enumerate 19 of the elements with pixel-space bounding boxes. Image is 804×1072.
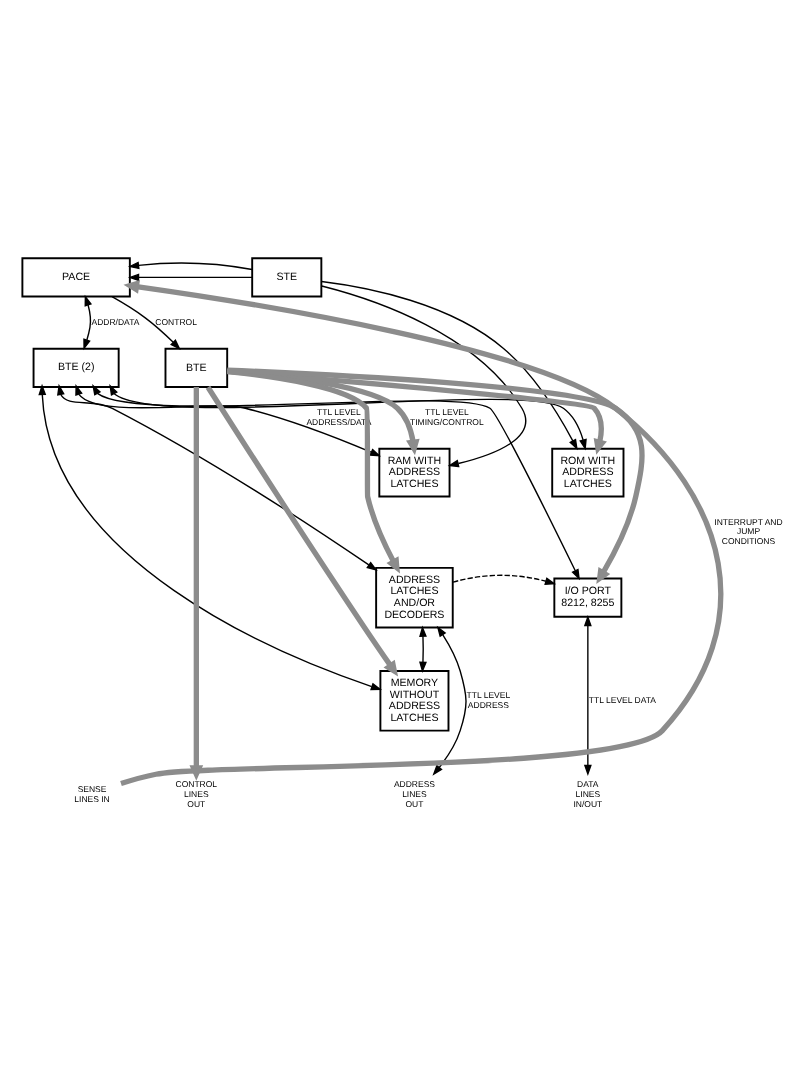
arrow: [319, 279, 577, 450]
arrow: [418, 624, 426, 672]
arrow: [56, 382, 377, 570]
arrow: [91, 383, 579, 580]
arrow: [226, 366, 644, 584]
arrow: [126, 260, 252, 270]
arrow: [451, 573, 556, 584]
arrow: [582, 613, 591, 776]
arrow: [226, 367, 399, 573]
arrow: [320, 284, 526, 467]
arrow: [110, 295, 180, 349]
arrow: [82, 293, 92, 350]
arrow: [108, 383, 586, 450]
arrow: [431, 624, 466, 775]
arrow: [119, 279, 723, 786]
arrow: [74, 382, 381, 456]
arrow: [37, 382, 382, 690]
arrow: [204, 384, 398, 676]
arrow: [126, 272, 252, 281]
